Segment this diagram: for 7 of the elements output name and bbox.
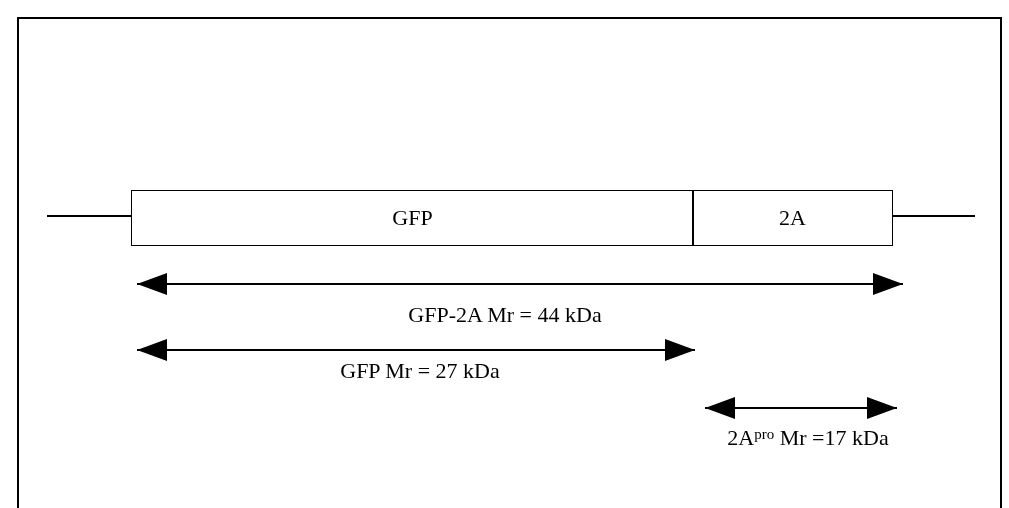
construct-segment-box <box>131 190 694 246</box>
segment-label: GFP <box>392 205 433 231</box>
construct-segment-box <box>692 190 893 246</box>
size-label: GFP-2A Mr = 44 kDa <box>408 302 602 328</box>
segment-label: 2A <box>779 205 806 231</box>
size-label: GFP Mr = 27 kDa <box>340 358 500 384</box>
size-label: 2A$^{pro}$ Mr =17 kDa <box>727 425 889 451</box>
